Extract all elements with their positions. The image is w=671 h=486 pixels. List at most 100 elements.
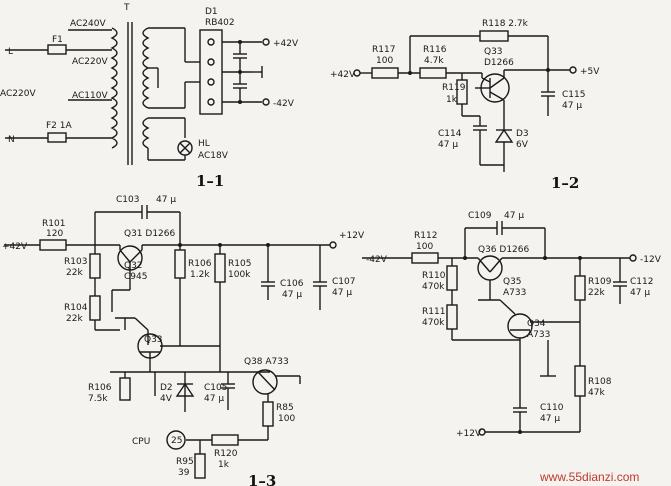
r95-val: 39 <box>178 468 190 478</box>
circuit-5v-regulator: +42V +5V R117 100 R116 4.7k R118 2.7k R1… <box>330 19 600 192</box>
circuit-neg12v-regulator: -42V -12V R112 100 C109 47 μ Q36 D1266 R… <box>362 211 662 439</box>
d2-val: 4V <box>160 394 173 404</box>
resistor-r120 <box>211 434 239 446</box>
r109-val: 22k <box>588 288 605 298</box>
watermark: www.55dianzi.com <box>539 470 639 484</box>
r104-val: 22k <box>66 314 83 324</box>
r112-ref: R112 <box>414 231 437 241</box>
in-neg42v: -42V <box>366 255 388 265</box>
r103-val: 22k <box>66 268 83 278</box>
r104-ref: R104 <box>64 303 88 313</box>
caption-1-2: 1–2 <box>551 174 579 192</box>
r112-val: 100 <box>416 242 433 252</box>
c105-val: 47 μ <box>204 394 224 404</box>
r106a-val: 1.2k <box>190 270 210 280</box>
resistor-r85 <box>262 401 274 427</box>
r119-val: 1k <box>446 95 458 105</box>
resistor-r111 <box>446 304 458 330</box>
resistor-r95 <box>194 453 206 479</box>
r120-ref: R120 <box>214 449 238 459</box>
resistor-r104 <box>89 295 101 321</box>
c107-ref: C107 <box>332 277 355 287</box>
r103-ref: R103 <box>64 257 87 267</box>
resistor-r116 <box>419 67 447 79</box>
c106-val: 47 μ <box>282 290 302 300</box>
c114-val: 47 μ <box>438 140 458 150</box>
c109-ref: C109 <box>468 211 492 221</box>
caption-1-1: 1–1 <box>196 172 224 190</box>
tap-110: AC110V <box>72 91 108 101</box>
zener-d3 <box>494 128 514 143</box>
r120-val: 1k <box>218 460 230 470</box>
r106a-ref: R106 <box>188 259 212 269</box>
bottom-12v: +12V <box>456 429 482 439</box>
d3-val: 6V <box>516 140 529 150</box>
resistor-r106-2 <box>119 377 131 401</box>
c105-ref: C105 <box>204 383 227 393</box>
c107-val: 47 μ <box>332 288 352 298</box>
r101-ref: R101 <box>42 219 65 229</box>
c103-ref: C103 <box>116 195 139 205</box>
primary-winding <box>110 27 118 149</box>
c110-val: 47 μ <box>540 414 560 424</box>
resistor-r112 <box>411 252 439 264</box>
q34-part: A733 <box>527 330 550 340</box>
resistor-r109 <box>574 275 586 301</box>
c109-val: 47 μ <box>504 211 524 221</box>
r117-ref: R117 <box>372 45 395 55</box>
q31-label: Q31 D1266 <box>124 229 176 239</box>
fuse-f2-label: F2 1A <box>46 121 72 131</box>
in-42v: +42V <box>330 70 356 80</box>
q33b-label: Q33 <box>144 335 163 345</box>
c115-val: 47 μ <box>562 101 582 111</box>
q35-ref: Q35 <box>503 277 522 287</box>
cpu-pin-no: 25 <box>171 436 182 446</box>
input-l: L <box>8 47 13 57</box>
out-12v: +12V <box>339 231 365 241</box>
r85-val: 100 <box>278 414 295 424</box>
c115-ref: C115 <box>562 90 585 100</box>
cpu-pin <box>166 430 186 450</box>
q32-part: C945 <box>124 272 147 282</box>
c106-ref: C106 <box>280 279 304 289</box>
cpu-label: CPU <box>132 437 150 447</box>
r111-ref: R111 <box>422 307 445 317</box>
r109-ref: R109 <box>588 277 612 287</box>
c110-ref: C110 <box>540 403 564 413</box>
r118-label: R118 2.7k <box>482 19 529 29</box>
c112-val: 47 μ <box>630 288 650 298</box>
tap-220: AC220V <box>72 57 108 67</box>
lamp-ref: HL <box>198 139 210 149</box>
r95-ref: R95 <box>176 457 194 467</box>
resistor-r103 <box>89 253 101 279</box>
r106b-ref: R106 <box>88 383 112 393</box>
d2-ref: D2 <box>160 383 173 393</box>
bridge-part: RB402 <box>205 18 235 28</box>
r108-val: 47k <box>588 388 605 398</box>
bridge-d1 <box>199 29 223 115</box>
input-ac220: AC220V <box>0 89 36 99</box>
r105-ref: R105 <box>228 259 251 269</box>
out-pos42: +42V <box>273 39 299 49</box>
fuse-f2 <box>47 132 67 143</box>
caption-1-3: 1–3 <box>248 472 276 486</box>
c112-ref: C112 <box>630 277 653 287</box>
r117-val: 100 <box>376 56 393 66</box>
circuit-transformer-rectifier: T D1 RB402 AC240V AC220V AC110V L AC220V… <box>0 3 299 190</box>
lamp-voltage: AC18V <box>198 151 229 161</box>
transistor-q38 <box>252 369 278 395</box>
resistor-r117 <box>371 67 399 79</box>
fuse-f1 <box>47 44 67 55</box>
resistor-r106-1 <box>174 249 186 279</box>
q33-part: D1266 <box>484 58 514 68</box>
circuit-12v-regulator: +42V +12V R101 120 C103 47 μ Q31 D1266 R… <box>2 195 365 486</box>
q32-ref: Q32 <box>124 261 143 271</box>
r106b-val: 7.5k <box>88 394 108 404</box>
r110-val: 470k <box>422 282 445 292</box>
r85-ref: R85 <box>276 403 294 413</box>
resistor-r110 <box>446 265 458 291</box>
r101-val: 120 <box>46 229 63 239</box>
r110-ref: R110 <box>422 271 446 281</box>
q33-ref: Q33 <box>484 47 503 57</box>
